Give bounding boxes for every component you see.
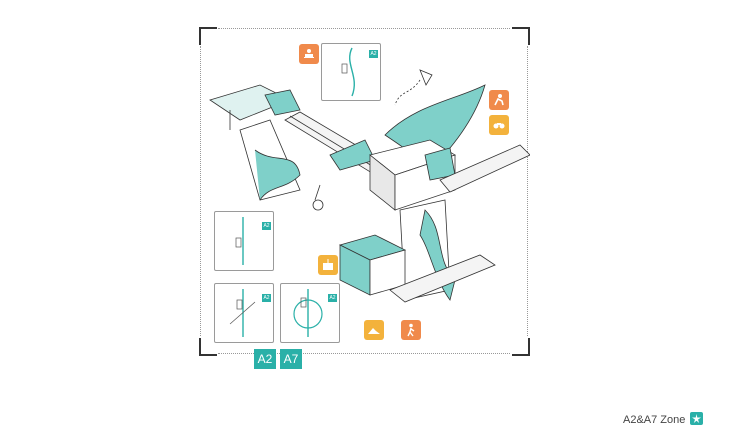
walking-person-icon bbox=[401, 320, 421, 340]
dotted-border-bottom bbox=[218, 353, 510, 354]
binoculars-icon bbox=[489, 115, 509, 135]
cargo-container-icon bbox=[318, 255, 338, 275]
zone-label-a2: A2 bbox=[254, 349, 276, 369]
route-panel-left-1: A2 bbox=[214, 211, 274, 271]
frame-corner-top-right bbox=[512, 27, 530, 45]
route-path-diagram bbox=[293, 289, 323, 337]
frame-corner-bottom-right bbox=[512, 338, 530, 356]
route-path-diagram bbox=[235, 217, 244, 265]
route-panel-top: A2 bbox=[321, 43, 381, 101]
route-path-diagram bbox=[229, 289, 256, 337]
dotted-border-left bbox=[200, 46, 201, 336]
zone-title: A2&A7 Zone bbox=[623, 414, 686, 426]
panel-badge: A2 bbox=[262, 294, 271, 302]
dotted-border-top bbox=[218, 28, 510, 29]
panel-badge: A2 bbox=[262, 222, 271, 230]
isometric-structure-illustration bbox=[209, 69, 530, 303]
hill-icon bbox=[364, 320, 384, 340]
person-at-desk-icon bbox=[299, 44, 319, 64]
route-panel-left-2: A2 bbox=[214, 283, 274, 343]
zone-star-icon bbox=[690, 412, 703, 425]
panel-badge: A2 bbox=[328, 294, 337, 302]
dotted-border-right bbox=[527, 46, 528, 336]
frame-corner-bottom-left bbox=[199, 338, 217, 356]
route-panel-left-3: A2 bbox=[280, 283, 340, 343]
panel-badge: A2 bbox=[369, 50, 378, 58]
figure-icon bbox=[489, 90, 509, 110]
frame-corner-top-left bbox=[199, 27, 217, 45]
zone-label-a7: A7 bbox=[280, 349, 302, 369]
route-path-diagram bbox=[341, 47, 355, 97]
